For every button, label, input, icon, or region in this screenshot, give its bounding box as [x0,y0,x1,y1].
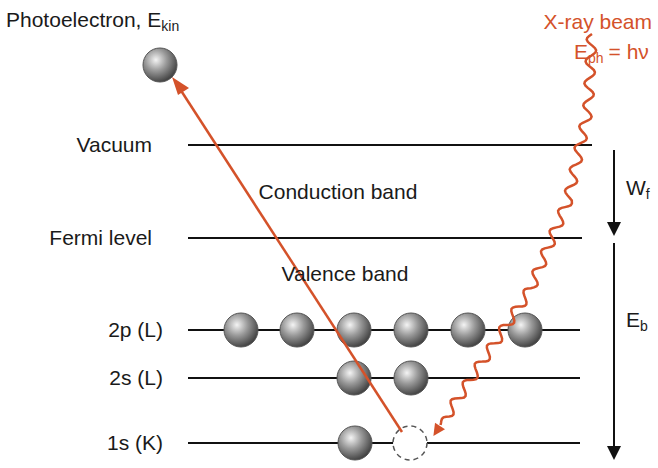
subscript: ph [588,50,604,66]
level-1s [188,442,580,444]
level-2s [188,377,580,379]
electrons [143,48,542,460]
vacuum-level [188,144,592,146]
energy-arrows [607,150,621,460]
level-label: Fermi level [49,226,152,250]
subscript: kin [161,18,179,34]
fermi-level [188,237,582,239]
band-label: Conduction band [259,180,418,204]
level-label: Vacuum [77,133,152,157]
photon-energy-label: E [574,40,588,64]
level-label: 1s (K) [107,431,163,455]
photoelectron-label: Photoelectron, E [6,8,161,32]
emission-arrow [180,89,402,432]
arrow-head [433,423,445,436]
level-label: 2s (L) [109,366,163,390]
arrow-head [607,222,621,236]
photoelectron-path [172,77,402,432]
energy-levels [188,145,592,443]
photon-energy-label: = hν [609,40,649,64]
xray-beam [441,34,597,425]
arrow-head [172,77,189,95]
electron [280,313,314,347]
band-label: Valence band [282,262,409,286]
electron [224,313,258,347]
binding-energy-arrow [613,243,615,448]
work-function-arrow [613,150,615,224]
xray-label: X-ray beam [543,10,652,34]
electron [451,313,485,347]
electron [394,313,428,347]
arrow-head [607,446,621,460]
photoelectron [143,48,177,82]
energy-label: W [626,176,646,200]
energy-label: E [626,308,640,332]
electron [338,426,372,460]
level-label: 2p (L) [108,318,163,342]
core-hole [393,426,427,460]
subscript: f [646,186,650,202]
electron [337,313,371,347]
electron [394,361,428,395]
subscript: b [640,318,648,334]
